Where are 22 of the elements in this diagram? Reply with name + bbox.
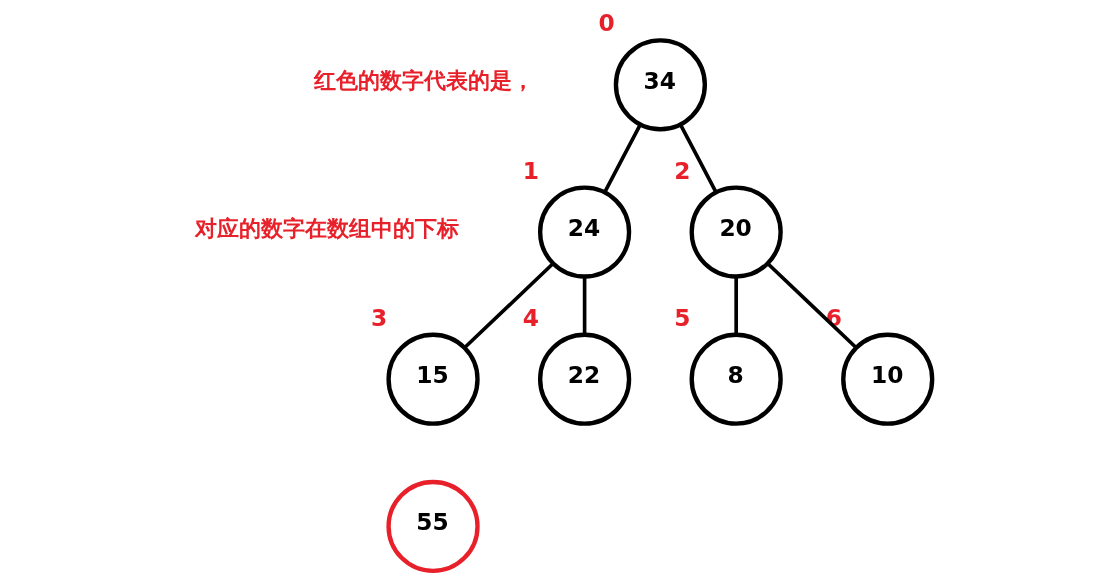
connector (733, 276, 738, 335)
node-label: 4 (522, 303, 539, 331)
node-circle: 24 (537, 185, 631, 279)
node-circle: 22 (537, 332, 631, 426)
label: 红色的数字代表的是， (313, 68, 534, 94)
connector (582, 276, 586, 335)
connector (602, 123, 642, 193)
label: 对应的数字在数组中的下标 (194, 215, 459, 241)
node-label: 2 (673, 156, 690, 184)
node-label: 3 (370, 303, 387, 331)
node-circle: 55 (385, 479, 480, 574)
node-label: 1 (522, 156, 539, 184)
node-circle: 10 (840, 332, 934, 426)
connector (678, 123, 718, 193)
node-circle: 15 (385, 332, 480, 426)
node-circle: 8 (689, 332, 783, 426)
node-label: 0 (597, 9, 615, 37)
connector (463, 262, 554, 349)
node-label: 5 (673, 303, 690, 331)
node-circle: 20 (689, 185, 783, 279)
node-circle: 34 (613, 38, 707, 132)
connector (766, 262, 857, 349)
